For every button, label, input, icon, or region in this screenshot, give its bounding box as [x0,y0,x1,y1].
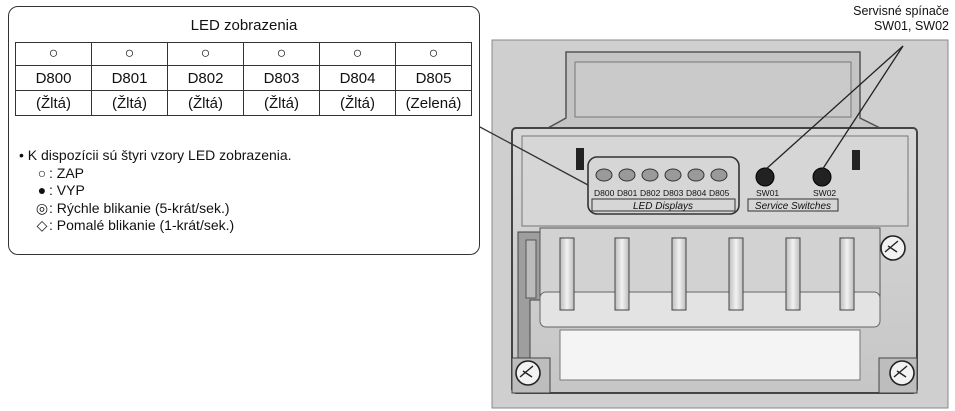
board-led-label: D802 [640,188,661,198]
board-led-label: D804 [686,188,707,198]
switch-sw01 [756,168,774,186]
led-d804 [688,169,704,181]
led-d805 [711,169,727,181]
board-led-label: D801 [617,188,638,198]
fin-housing [540,228,880,298]
switch-sw02 [813,168,831,186]
screw-right-mid-icon [881,236,905,260]
board-switch-label: SW02 [813,188,836,198]
board-led-label: D800 [594,188,615,198]
screw-bottom-left-icon [512,358,550,393]
service-switches-label: Service Switches [755,201,831,212]
led-d803 [665,169,681,181]
led-displays-label: LED Displays [633,201,693,212]
board-led-label: D805 [709,188,730,198]
screw-bottom-right-icon [879,358,917,393]
led-d800 [596,169,612,181]
led-d801 [619,169,635,181]
board-led-label: D803 [663,188,684,198]
led-d802 [642,169,658,181]
board-switch-label: SW01 [756,188,779,198]
